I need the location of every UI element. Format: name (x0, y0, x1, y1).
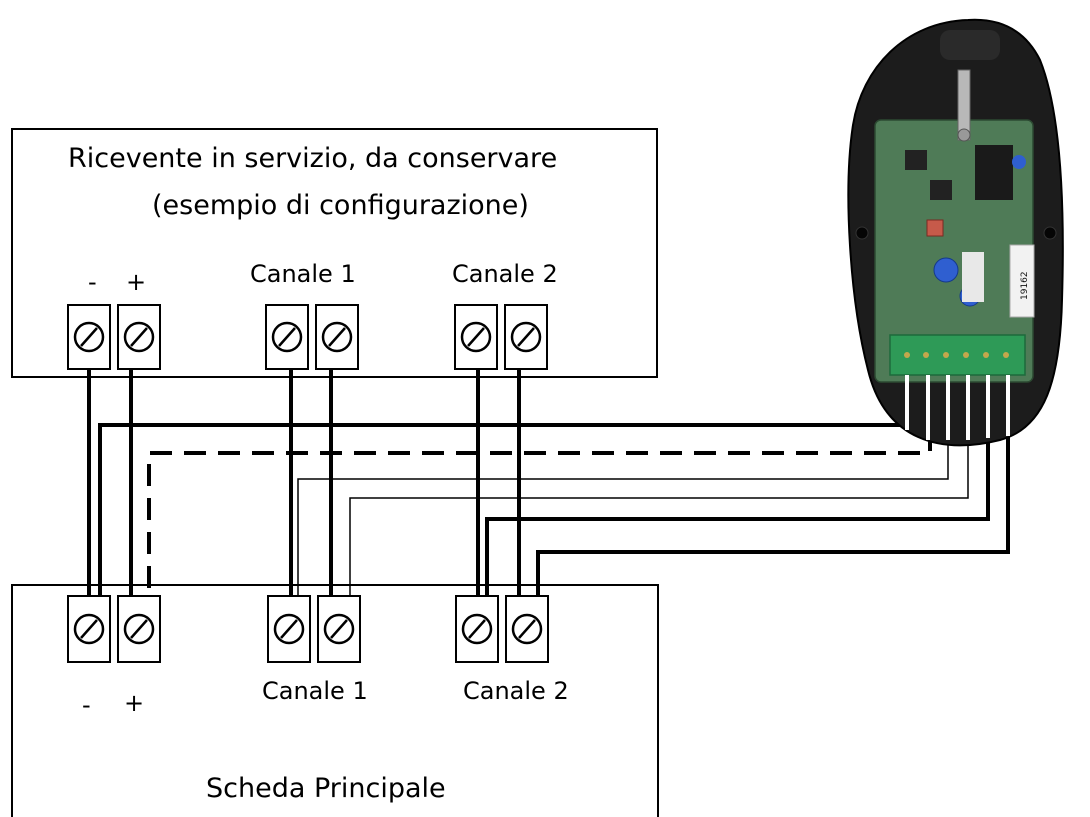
receiver-terminal-ch2-a (454, 304, 498, 370)
receiver-channel2-label: Canale 2 (452, 260, 558, 288)
main-board-polarity-plus: + (124, 689, 144, 717)
main-board-terminal-plus (117, 595, 161, 663)
main-board-title: Scheda Principale (206, 773, 446, 804)
receiver-channel1-label: Canale 1 (250, 260, 356, 288)
wire-device-to-plus-dashed (147, 395, 932, 597)
main-board-terminal-minus (67, 595, 111, 663)
mounting-hole-right-icon (1043, 226, 1057, 240)
main-board-terminal-ch2-a (455, 595, 499, 663)
main-board-terminal-ch1-b (317, 595, 361, 663)
receiver-title-line1: Ricevente in servizio, da conservare (68, 143, 557, 174)
receiver-title-line2: (esempio di configurazione) (152, 190, 529, 221)
receiver-terminal-ch2-b (504, 304, 548, 370)
device-terminal-block (889, 334, 1026, 376)
wire-device-to-minus (98, 423, 905, 597)
device-serial-number: 19162 (1020, 271, 1030, 300)
wire-device-to-ch2-a (485, 395, 990, 597)
receiver-terminal-ch1-b (315, 304, 359, 370)
receiver-device: 19162 (847, 18, 1064, 447)
main-board-terminal-ch1-a (267, 595, 311, 663)
receiver-terminal-minus (67, 304, 111, 370)
mounting-hole-left-icon (855, 226, 869, 240)
wire-device-to-ch2-b (536, 395, 1010, 597)
main-board-channel2-label: Canale 2 (463, 677, 569, 705)
receiver-polarity-plus: + (126, 268, 146, 296)
receiver-terminal-plus (117, 304, 161, 370)
main-board-channel1-label: Canale 1 (262, 677, 368, 705)
wire-device-to-ch1-b (349, 395, 969, 597)
receiver-terminal-ch1-a (265, 304, 309, 370)
device-learn-button (926, 219, 944, 237)
main-board-polarity-minus: - (82, 691, 91, 719)
main-board-terminal-ch2-b (505, 595, 549, 663)
receiver-polarity-minus: - (88, 268, 97, 296)
device-serial-label (1009, 244, 1035, 318)
